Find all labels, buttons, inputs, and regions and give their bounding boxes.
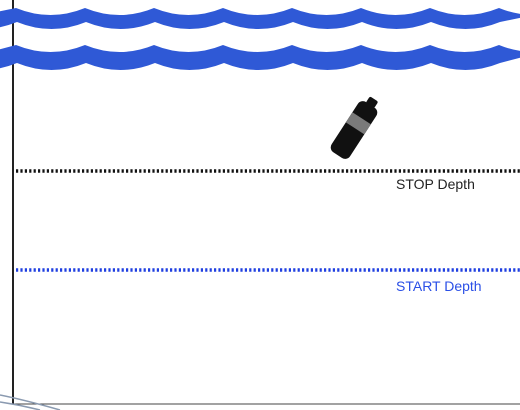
wave-band-bottom (0, 45, 520, 70)
stop-depth-label: STOP Depth (396, 176, 475, 192)
profiling-sensor-icon (328, 93, 383, 161)
wave-band-top (0, 8, 520, 29)
water-waves (0, 8, 520, 70)
start-depth-label: START Depth (396, 278, 482, 294)
